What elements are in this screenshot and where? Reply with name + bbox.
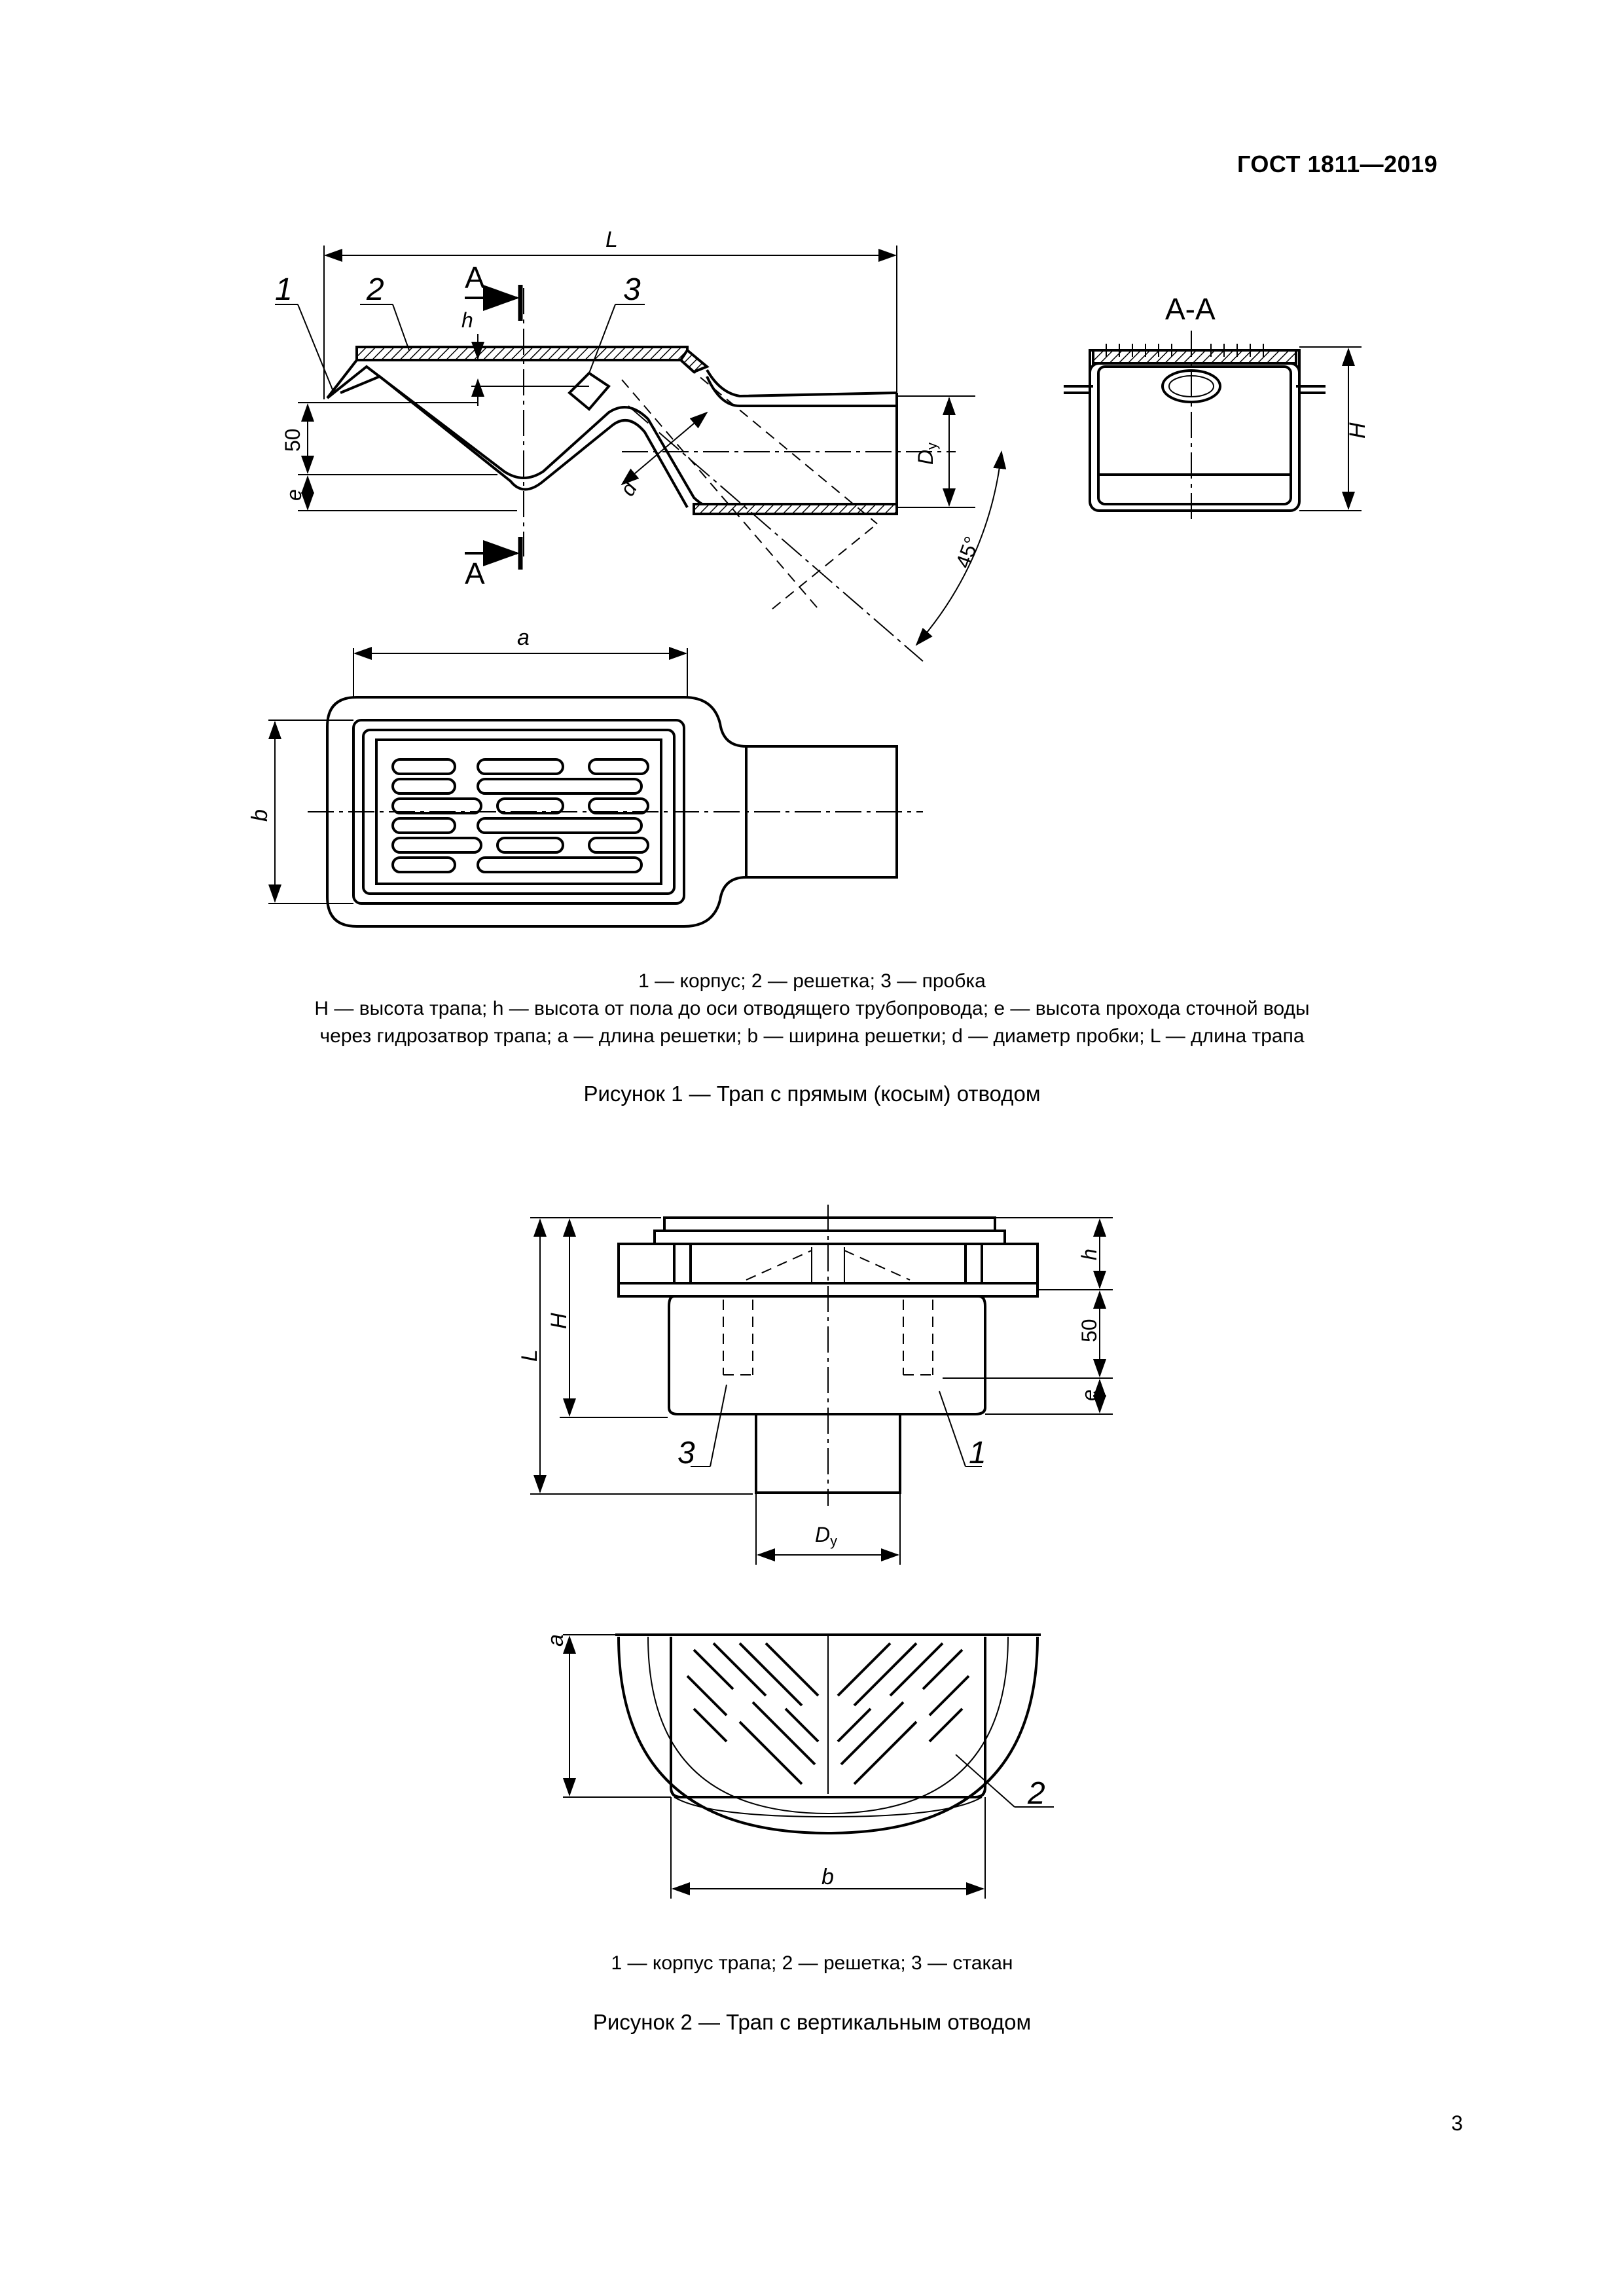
fig2-dim-e: e (1077, 1389, 1101, 1401)
fig2-dim-H: H (547, 1313, 571, 1329)
document-header: ГОСТ 1811—2019 (1237, 151, 1438, 177)
fig1-item-2: 2 (366, 272, 384, 307)
fig1-section-A-top: A (465, 261, 485, 295)
fig1-dim-b: b (247, 809, 272, 822)
fig1-dim-e: e (282, 489, 306, 501)
fig1-dim-H: H (1345, 422, 1370, 439)
figure-1-side-view (275, 246, 1007, 662)
figure-2-plan-view (563, 1633, 1054, 1899)
figure-2-elevation (530, 1205, 1113, 1565)
fig1-dim-h: h (461, 308, 473, 332)
fig1-dim-L: L (605, 227, 618, 252)
fig2-item-1: 1 (969, 1436, 986, 1470)
fig2-dim-Dy: Dy (815, 1523, 837, 1549)
fig2-item-3: 3 (677, 1436, 695, 1470)
figure-2-legend: 1 — корпус трапа; 2 — решетка; 3 — стака… (611, 1952, 1013, 1974)
fig2-item-2: 2 (1027, 1776, 1045, 1811)
fig1-section-view-label: A-A (1165, 292, 1216, 326)
figure-1-legend-line-3: через гидрозатвор трапа; a — длина решет… (319, 1025, 1305, 1047)
fig2-dim-h: h (1077, 1248, 1101, 1260)
figure-1-caption: Рисунок 1 — Трап с прямым (косым) отводо… (583, 1082, 1041, 1106)
figure-2-caption: Рисунок 2 — Трап с вертикальным отводом (592, 2010, 1032, 2034)
fig2-dim-50: 50 (1077, 1319, 1101, 1342)
figure-1-legend-line-2: H — высота трапа; h — высота от пола до … (314, 998, 1310, 1019)
fig1-item-1: 1 (275, 272, 293, 307)
fig2-dim-b: b (821, 1865, 834, 1889)
figure-1-legend-line-1: 1 — корпус; 2 — решетка; 3 — пробка (638, 970, 986, 992)
fig2-dim-L: L (517, 1349, 542, 1362)
fig2-dim-a: a (543, 1634, 568, 1647)
fig1-dim-50: 50 (281, 428, 304, 452)
fig1-dim-Dy: Dy (914, 443, 940, 465)
figure-1-section-aa (1064, 331, 1362, 524)
page-number: 3 (1451, 2111, 1463, 2135)
fig1-item-3: 3 (623, 272, 641, 307)
fig1-section-A-bottom: A (465, 556, 485, 591)
fig1-dim-a: a (517, 625, 530, 650)
figure-1-plan-view (268, 647, 923, 928)
